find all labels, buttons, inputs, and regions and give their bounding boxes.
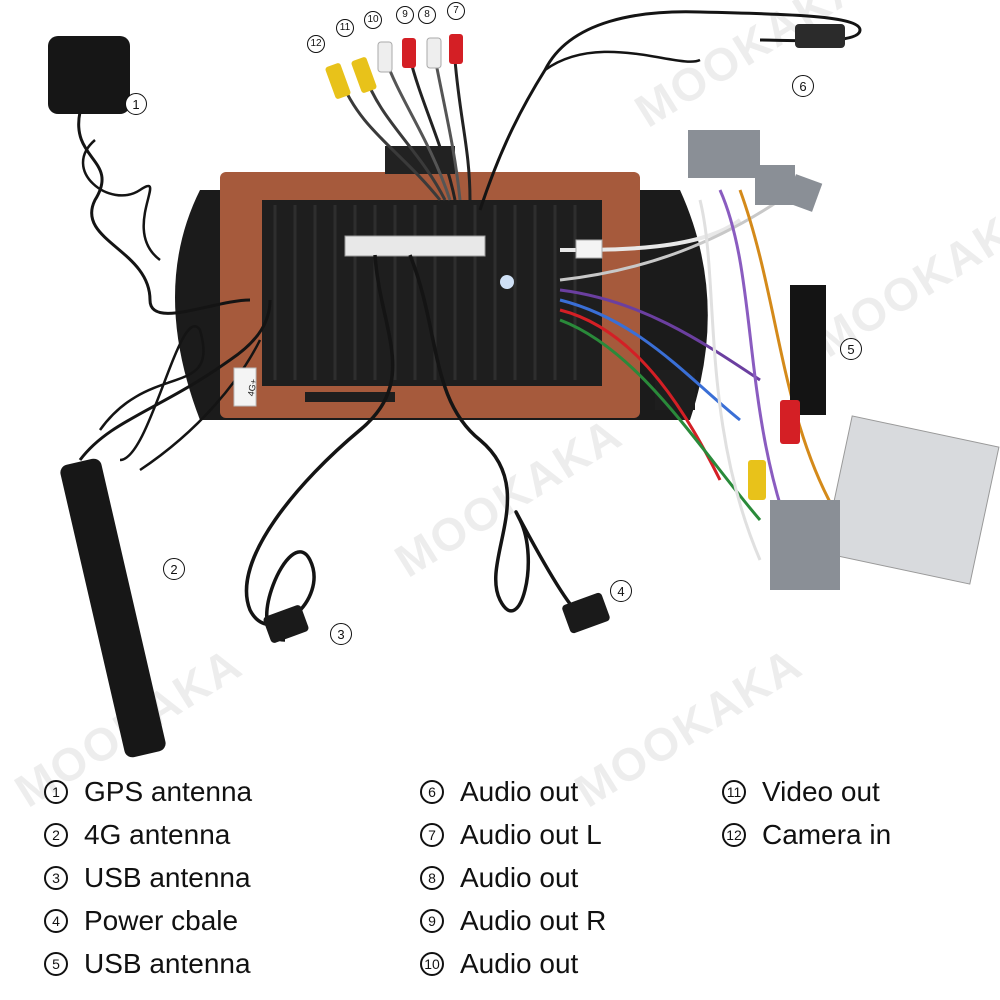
legend-label: USB antenna [84,861,251,893]
callout-9: 9 [396,6,414,24]
legend-label: Audio out [460,775,579,807]
legend-item: 11 Video out [722,770,891,813]
legend-item: 7 Audio out L [420,813,606,856]
legend-item: 10 Audio out [420,942,606,985]
slot [305,392,395,402]
legend-label: Video out [762,775,880,807]
usb-cable-4 [408,254,582,617]
legend-item: 3 USB antenna [44,856,252,899]
legend-label: Audio out [460,861,579,893]
rca-plug-12 [325,63,351,99]
legend-item: 2 4G antenna [44,813,252,856]
callout-5: 5 [840,338,862,360]
sticker [500,275,514,289]
rca-red [780,400,800,444]
callout-1: 1 [125,93,147,115]
legend-label: Audio out [460,947,579,979]
rca-plug-9 [402,38,416,68]
callout-6: 6 [792,75,814,97]
legend-item: 8 Audio out [420,856,606,899]
legend-number: 3 [44,865,68,890]
legend-number: 10 [420,951,444,976]
rca-lead-7 [453,59,472,201]
usb-plug-3 [263,605,309,643]
gps-cable [77,111,251,315]
harness-connector-large [822,415,1000,585]
wiring-illustration: 4G+ [48,10,1000,758]
legend-number: 8 [420,865,444,890]
product-photo: MOOKAKA MOOKAKA MOOKAKA MOOKAKA MOOKAKA … [6,0,1000,817]
rca-yellow [748,460,766,500]
callout-2: 2 [163,558,185,580]
callout-8: 8 [418,6,436,24]
legend-item: 1 GPS antenna [44,770,252,813]
callout-4: 4 [610,580,632,602]
rca-plug-7 [449,34,463,64]
legend-label: 4G antenna [84,818,231,850]
legend-number: 12 [722,822,746,847]
wiring-harness [559,130,1000,590]
legend-number: 4 [44,908,68,933]
legend-item: 5 USB antenna [44,942,252,985]
legend-item: 6 Audio out [420,770,606,813]
legend-label: Audio out L [460,818,602,850]
audio-out-cable [478,10,862,211]
heatsink [262,200,602,386]
legend-number: 9 [420,908,444,933]
4g-antenna [60,458,166,758]
rca-plug-8 [426,37,442,69]
legend-number: 2 [44,822,68,847]
callout-3: 3 [330,623,352,645]
rca-plug-11 [351,57,377,93]
legend-label: USB antenna [84,947,251,979]
harness-connector [770,500,840,590]
legend-item: 4 Power cbale [44,899,252,942]
usb-cable-3 [244,254,395,642]
legend-item: 9 Audio out R [420,899,606,942]
label-tag [233,367,257,407]
usb-plug-4 [562,592,610,634]
legend-label: Power cbale [84,904,239,936]
rca-plug-10 [377,41,393,73]
legend-item: 12 Camera in [722,813,891,856]
harness-connector [688,130,760,178]
connector-block [344,235,486,257]
unit-label: 4G+ [246,378,259,397]
legend-number: 6 [420,779,444,804]
callout-12: 12 [307,35,325,53]
callout-10: 10 [364,11,382,29]
legend-number: 1 [44,779,68,804]
heatsink-fins [273,205,577,380]
inline-module [790,285,826,415]
legend-label: GPS antenna [84,775,253,807]
legend-number: 5 [44,951,68,976]
audio-out-plug [795,24,845,48]
legend-column-3: 11 Video out 12 Camera in [722,770,891,856]
harness-connector [785,174,823,212]
callout-7: 7 [447,2,465,20]
legend-label: Camera in [762,818,892,850]
callout-11: 11 [336,19,354,37]
legend-label: Audio out R [460,904,607,936]
4g-cable [78,299,272,461]
legend-number: 7 [420,822,444,847]
rca-plugs [325,34,463,99]
gps-antenna [48,36,130,114]
legend-number: 11 [722,779,746,804]
